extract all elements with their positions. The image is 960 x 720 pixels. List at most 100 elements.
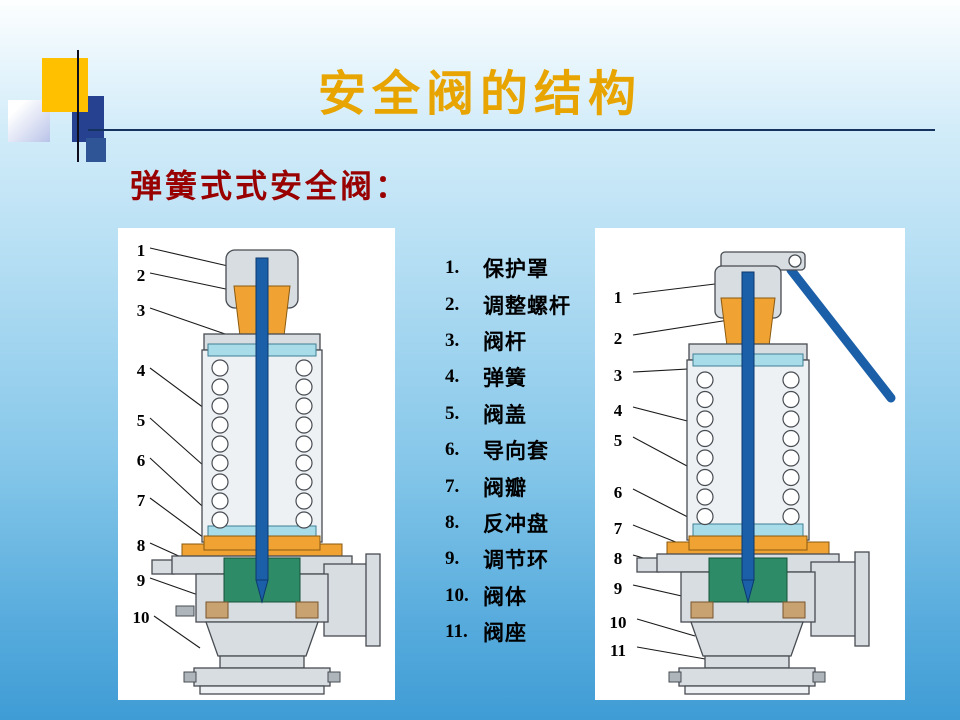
parts-list-item: 11.阀座 bbox=[445, 614, 605, 650]
part-number: 1. bbox=[445, 257, 460, 279]
valve-cross-section bbox=[636, 251, 896, 695]
parts-list-item: 7. 阀瓣 bbox=[445, 468, 605, 504]
decor-vertical-line bbox=[77, 50, 79, 162]
spring-coil bbox=[295, 378, 313, 396]
spring-coil bbox=[782, 410, 800, 428]
part-label: 导向套 bbox=[483, 440, 549, 464]
part-number: 6. bbox=[445, 439, 460, 461]
parts-list-item: 8. 反冲盘 bbox=[445, 505, 605, 541]
parts-list-item: 1. 保护罩 bbox=[445, 250, 605, 286]
spring-coil bbox=[295, 397, 313, 415]
parts-list-item: 10. 阀体 bbox=[445, 578, 605, 614]
left-valve-diagram bbox=[149, 247, 381, 695]
part-number: 9. bbox=[445, 548, 460, 570]
spring-coil bbox=[782, 488, 800, 506]
spring-coil bbox=[696, 449, 714, 467]
spring-coil bbox=[211, 416, 229, 434]
callout-number: 7 bbox=[613, 519, 623, 538]
callout-number: 3 bbox=[136, 301, 146, 320]
stem-tip bbox=[255, 579, 269, 604]
body-lower bbox=[205, 621, 319, 657]
callout-number: 4 bbox=[136, 361, 146, 380]
spring-coil bbox=[696, 410, 714, 428]
stem-tip bbox=[741, 579, 755, 604]
spring-coil bbox=[782, 390, 800, 409]
body-lower bbox=[690, 621, 804, 657]
callout-number: 5 bbox=[613, 431, 623, 450]
callout-number: 4 bbox=[613, 401, 623, 420]
callout-number: 2 bbox=[136, 266, 146, 285]
part-number: 8. bbox=[445, 511, 460, 533]
outlet-flange bbox=[854, 551, 870, 647]
callout-number: 1 bbox=[136, 241, 146, 260]
spring-coil bbox=[211, 492, 229, 510]
parts-list-item: 5. 阀盖 bbox=[445, 396, 605, 432]
drain-plug bbox=[175, 605, 195, 617]
callout-number: 7 bbox=[136, 491, 146, 510]
part-label: 阀瓣 bbox=[483, 476, 527, 500]
base-foot bbox=[684, 685, 810, 695]
callout-number: 9 bbox=[613, 579, 623, 598]
spring-coil bbox=[295, 473, 313, 491]
spring-coil bbox=[696, 488, 714, 506]
parts-list-item: 4.弹簧 bbox=[445, 359, 605, 395]
spring-coil bbox=[295, 492, 313, 510]
part-number: 7. bbox=[445, 475, 460, 497]
spring-coil bbox=[782, 429, 800, 448]
spring-coil bbox=[295, 435, 313, 453]
spring-coil bbox=[696, 429, 714, 448]
spring-coil bbox=[211, 397, 229, 415]
spring-coil bbox=[211, 435, 229, 453]
part-number: 4. bbox=[445, 366, 460, 388]
spring-coil bbox=[295, 454, 313, 472]
parts-list-item: 2. 调整螺杆 bbox=[445, 286, 605, 322]
slide-title: 安全阀的结构 bbox=[317, 66, 642, 122]
decor-square-blue bbox=[86, 138, 106, 162]
spring-coil bbox=[211, 454, 229, 472]
part-label: 阀盖 bbox=[483, 403, 527, 427]
part-number: 3. bbox=[445, 329, 460, 351]
adjusting-ring-left bbox=[690, 601, 714, 619]
part-number: 10. bbox=[445, 584, 469, 606]
spring-coil bbox=[295, 359, 313, 377]
parts-list-item: 9. 调节环 bbox=[445, 541, 605, 577]
spring-coil bbox=[211, 473, 229, 491]
part-number: 11. bbox=[445, 621, 468, 643]
spring-coil bbox=[211, 378, 229, 396]
callout-number: 8 bbox=[613, 549, 623, 568]
part-label: 阀体 bbox=[483, 585, 527, 609]
part-number: 2. bbox=[445, 293, 460, 315]
slide-subtitle: 弹簧式式安全阀： bbox=[130, 167, 411, 205]
part-number: 5. bbox=[445, 402, 460, 424]
adjusting-ring-right bbox=[295, 601, 319, 619]
flange-bolt-left bbox=[668, 671, 682, 683]
spring-coil bbox=[782, 468, 800, 487]
spring-coil bbox=[295, 511, 313, 529]
right-valve-diagram bbox=[632, 251, 896, 695]
spring-coil bbox=[782, 449, 800, 467]
part-label: 调整螺杆 bbox=[483, 294, 571, 318]
callout-number: 1 bbox=[613, 288, 623, 307]
part-label: 反冲盘 bbox=[483, 512, 549, 536]
callout-number: 8 bbox=[136, 536, 146, 555]
spring-coil bbox=[782, 371, 800, 389]
base-foot bbox=[199, 685, 325, 695]
part-label: 保护罩 bbox=[483, 258, 549, 282]
outlet-pipe bbox=[323, 563, 373, 637]
callout-number: 11 bbox=[609, 641, 627, 660]
spring-coil bbox=[696, 371, 714, 389]
parts-list-item: 6. 导向套 bbox=[445, 432, 605, 468]
decor-square-yellow bbox=[42, 58, 88, 112]
flange-bolt-left bbox=[183, 671, 197, 683]
lifting-lever bbox=[786, 265, 896, 403]
flange-bolt-right bbox=[812, 671, 826, 683]
parts-list-item: 3.阀杆 bbox=[445, 323, 605, 359]
part-label: 调节环 bbox=[483, 549, 549, 573]
spring-coil bbox=[211, 359, 229, 377]
